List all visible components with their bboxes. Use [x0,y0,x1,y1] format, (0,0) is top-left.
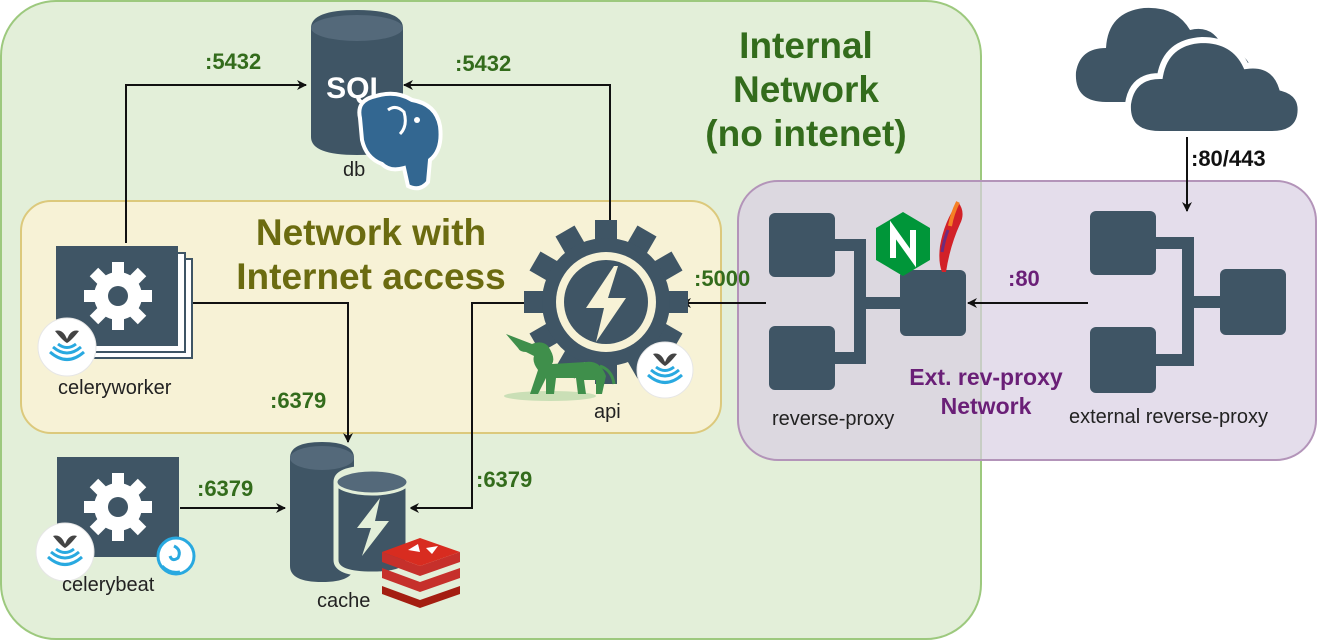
gunicorn-unicorn-icon [504,334,616,401]
internal-network-title-line1: Internal [739,25,873,66]
network-nodes-icon[interactable] [1090,211,1286,393]
arrow-api-db [403,80,611,220]
external-network-title-line2: Network [940,393,1032,419]
shipwright-icon [37,317,97,377]
database-flash-icon[interactable] [290,442,411,582]
external-reverse-proxy-label: external reverse-proxy [1069,406,1268,428]
connection-arrows [125,80,1192,513]
internet-network-title-line2: Internet access [236,256,506,297]
port-label-api-cache: :6379 [476,467,533,492]
arrow-celeryworker-db [125,80,307,243]
arrow-celeryworker-cache [190,302,353,443]
port-label-api-db: :5432 [455,51,512,76]
port-label-extproxy-revproxy: :80 [1008,266,1040,291]
apache-feather-icon [939,201,963,272]
network-nodes-icon[interactable] [769,213,966,390]
postgresql-elephant-icon [357,91,443,191]
clock-icon [156,536,196,576]
external-network-title-line1: Ext. rev-proxy [909,364,1063,390]
db-label: db [343,159,366,181]
api-label: api [594,401,621,423]
port-label-celeryworker-cache: :6379 [270,388,327,413]
internal-network-title: Internal Network (no intenet) [686,24,926,156]
external-network-title: Ext. rev-proxy Network [884,363,1088,421]
internal-network-title-line3: (no intenet) [705,113,907,154]
cloud-icon [1075,7,1304,137]
port-label-internet-extproxy: :80/443 [1191,146,1266,171]
reverse-proxy-label: reverse-proxy [772,408,895,430]
internal-network-title-line2: Network [733,69,879,110]
internet-network-title: Network with Internet access [226,211,516,299]
port-label-revproxy-api: :5000 [694,266,751,291]
port-label-celeryworker-db: :5432 [205,49,262,74]
celerybeat-label: celerybeat [62,574,155,596]
internet-network-title-line1: Network with [255,212,487,253]
celeryworker-label: celeryworker [58,377,172,399]
port-label-celerybeat-cache: :6379 [197,476,254,501]
cache-label: cache [317,590,371,612]
shipwright-icon [35,522,95,582]
redis-icon [382,538,460,608]
arrow-api-cache [409,302,531,513]
nginx-icon [876,212,930,276]
shipwright-icon [636,341,694,399]
